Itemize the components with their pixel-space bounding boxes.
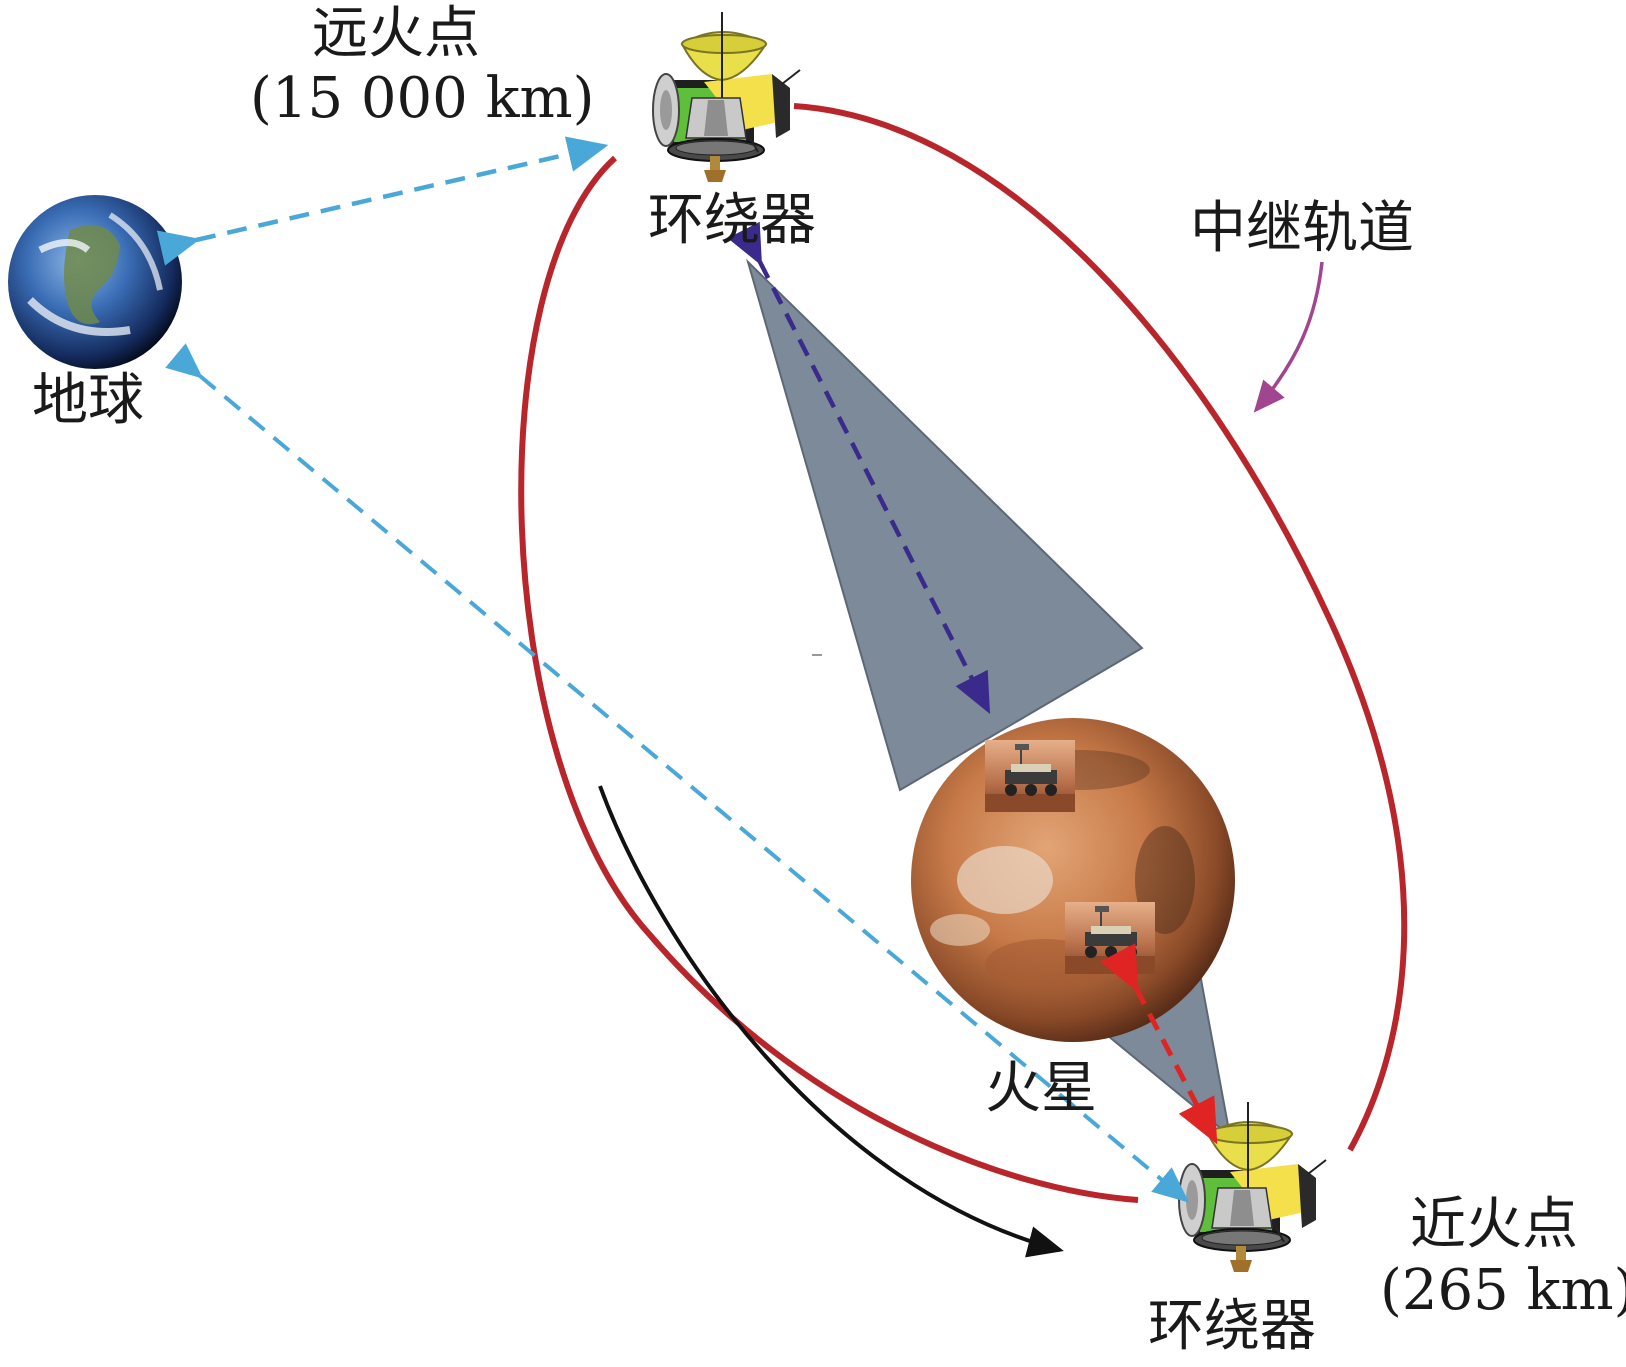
apoapsis-altitude-label: (15 000 km): [250, 69, 594, 129]
periapsis-altitude-label: (265 km): [1380, 1258, 1626, 1323]
link-earth-periapsis: [165, 343, 1190, 1203]
link-apoapsis-mars: [727, 221, 991, 715]
relay-orbit-label: 中继轨道: [1190, 196, 1414, 261]
orbiter-apoapsis: [652, 11, 801, 183]
mars-label: 火星: [985, 1056, 1097, 1121]
rover-image-lower: [1064, 901, 1156, 975]
orbiter-top-label: 环绕器: [648, 188, 816, 253]
orbiter-bottom-label: 环绕器: [1148, 1294, 1316, 1359]
relay-orbit-pointer: [1253, 261, 1324, 413]
apoapsis-coverage-cone: [745, 258, 1144, 792]
periapsis-label: 近火点: [1410, 1192, 1578, 1257]
relay-orbit-ellipse-right: [793, 103, 1408, 1152]
apoapsis-altitude: (15 000 km): [250, 66, 595, 131]
earth-label: 地球: [32, 368, 144, 433]
orbiter-periapsis: [1178, 1101, 1327, 1273]
earth-planet: [8, 195, 182, 369]
apoapsis-name: 远火点: [312, 1, 480, 66]
rover-image-upper: [984, 739, 1076, 813]
apoapsis-label: 远火点: [312, 4, 480, 64]
orbit-motion-arrow: [598, 785, 1064, 1258]
link-earth-apoapsis: [156, 136, 609, 266]
